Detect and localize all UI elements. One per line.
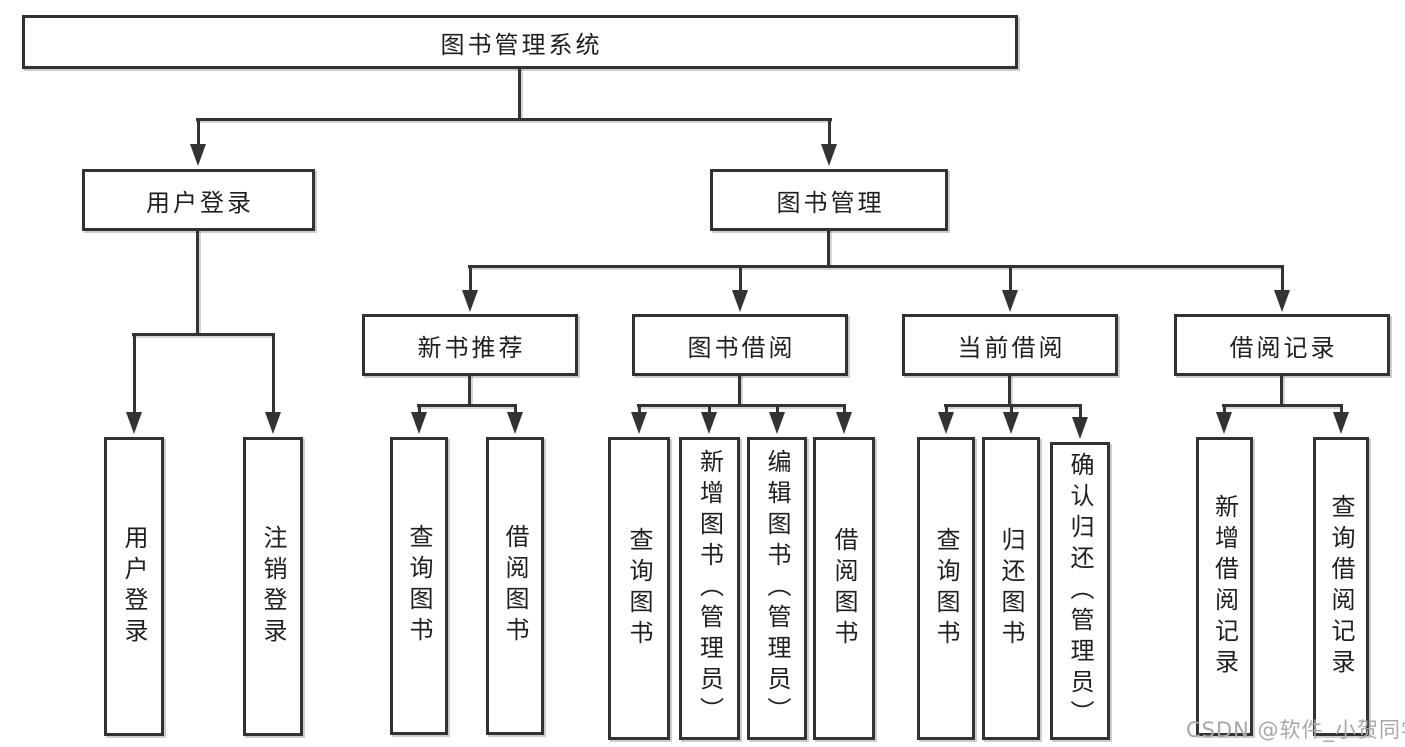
node-label: 当前借阅	[957, 333, 1066, 362]
node-label: 编辑图书（管理员）	[763, 449, 791, 728]
node-label: 图书管理	[776, 188, 885, 217]
node-label: 新书推荐	[417, 333, 526, 362]
node-borrow-book: 借阅图书	[486, 437, 544, 735]
node-borrow-records: 借阅记录	[1174, 314, 1390, 376]
connector-vline	[1280, 376, 1283, 407]
arrow-down-icon	[1003, 406, 1019, 434]
node-query-borrow-record: 查询借阅记录	[1313, 437, 1369, 736]
connector-hline	[132, 333, 275, 336]
node-add-borrow-record: 新增借阅记录	[1196, 437, 1253, 736]
arrow-down-icon	[821, 120, 837, 166]
connector-hline	[417, 404, 517, 407]
node-label: 归还图书	[997, 526, 1025, 651]
node-user-login-leaf: 用户登录	[104, 437, 164, 736]
arrow-down-icon	[631, 406, 647, 434]
arrow-down-icon	[1333, 406, 1349, 434]
node-label: 用户登录	[146, 188, 254, 217]
node-label: 用户登录	[120, 524, 148, 649]
node-label: 确认归还（管理员）	[1066, 451, 1094, 731]
node-query-books: 查询图书	[608, 437, 670, 740]
node-label: 新增图书（管理员）	[695, 449, 724, 728]
arrow-down-icon	[411, 406, 427, 434]
arrow-down-icon	[507, 406, 523, 434]
node-book-borrowing: 图书借阅	[632, 314, 848, 376]
node-label: 查询借阅记录	[1327, 493, 1355, 680]
node-label: 图书管理系统	[440, 30, 603, 59]
node-book-management: 图书管理	[710, 169, 948, 231]
arrow-down-icon	[190, 120, 206, 166]
arrow-down-icon	[1274, 267, 1290, 312]
connector-vline	[827, 231, 830, 268]
node-label: 借阅图书	[501, 524, 529, 648]
node-new-book-recommend: 新书推荐	[362, 314, 578, 376]
csdn-watermark: CSDN @软件_小贺同学	[1186, 718, 1405, 742]
node-label: 借阅记录	[1229, 333, 1338, 362]
node-label: 查询图书	[625, 526, 653, 651]
connector-hline	[944, 404, 1082, 407]
connector-hline	[196, 118, 832, 121]
arrow-down-icon	[769, 406, 785, 434]
connector-vline	[196, 231, 199, 335]
node-label: 图书借阅	[687, 333, 796, 362]
arrow-down-icon	[701, 406, 717, 434]
connector-vline	[1008, 376, 1011, 407]
arrow-down-icon	[1216, 406, 1232, 434]
arrow-down-icon	[836, 406, 852, 434]
connector-vline	[738, 376, 741, 407]
node-edit-book-admin: 编辑图书（管理员）	[747, 437, 807, 740]
connector-vline	[518, 67, 521, 120]
node-add-book-admin: 新增图书（管理员）	[679, 437, 740, 740]
node-library-system: 图书管理系统	[22, 15, 1018, 69]
arrow-down-icon	[1002, 267, 1018, 312]
node-label: 注销登录	[259, 524, 287, 649]
connector-hline	[468, 265, 1284, 268]
node-return-book: 归还图书	[982, 437, 1040, 740]
node-user-login: 用户登录	[82, 169, 315, 231]
arrow-down-icon	[126, 335, 142, 434]
arrow-down-icon	[462, 267, 478, 312]
node-query-books: 查询图书	[390, 437, 448, 735]
node-label: 新增借阅记录	[1210, 493, 1239, 680]
node-current-borrowing: 当前借阅	[902, 314, 1118, 376]
node-logout: 注销登录	[243, 437, 303, 736]
connector-hline	[1222, 404, 1343, 407]
node-label: 查询图书	[405, 524, 433, 648]
node-borrow-book: 借阅图书	[813, 437, 875, 740]
connector-vline	[468, 376, 471, 407]
arrow-down-icon	[1072, 406, 1088, 439]
node-label: 查询图书	[932, 526, 960, 651]
node-confirm-return-admin: 确认归还（管理员）	[1050, 442, 1110, 740]
arrow-down-icon	[732, 267, 748, 312]
node-label: 借阅图书	[830, 526, 858, 651]
node-query-books: 查询图书	[917, 437, 975, 740]
arrow-down-icon	[265, 335, 281, 434]
arrow-down-icon	[938, 406, 954, 434]
connector-hline	[637, 404, 846, 407]
